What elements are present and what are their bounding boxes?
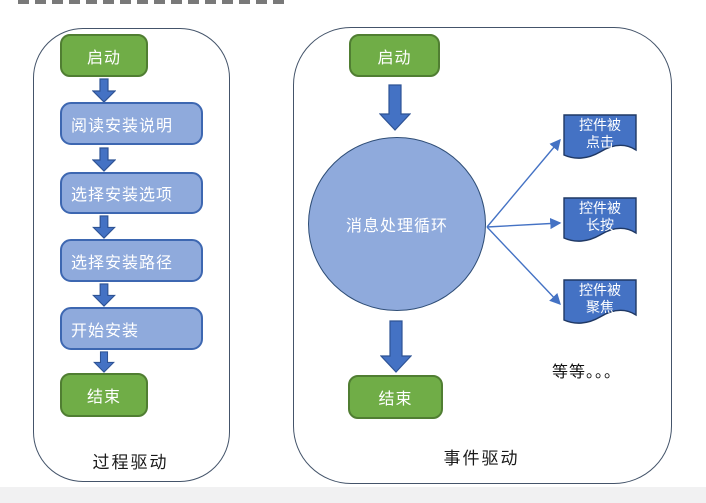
event-doc-focused: 控件被 聚焦 bbox=[563, 279, 637, 329]
process-step-node: 开始安装 bbox=[60, 307, 203, 350]
etc-label: 等等。。。 bbox=[552, 364, 622, 381]
arrow-down-icon bbox=[92, 78, 116, 103]
process-step-node: 阅读安装说明 bbox=[60, 102, 203, 145]
event-panel-label: 事件驱动 bbox=[443, 449, 520, 468]
document-shape-icon bbox=[563, 114, 637, 159]
arrow-down-icon bbox=[379, 84, 411, 131]
event-start-node: 启动 bbox=[349, 34, 440, 77]
arrow-down-icon bbox=[93, 351, 115, 373]
arrow-down-icon bbox=[92, 215, 116, 239]
arrow-down-icon bbox=[92, 147, 116, 172]
event-doc-line2: 点击 bbox=[586, 134, 614, 150]
process-start-label: 启动 bbox=[86, 49, 121, 67]
process-step-node: 选择安装选项 bbox=[60, 172, 203, 214]
event-connector-arrows bbox=[486, 138, 562, 306]
footer-strip bbox=[0, 487, 706, 503]
event-doc-line2: 聚焦 bbox=[586, 299, 614, 315]
process-step-label: 选择安装路径 bbox=[71, 254, 174, 272]
event-doc-line1: 控件被 bbox=[579, 117, 621, 133]
event-doc-clicked: 控件被 点击 bbox=[563, 114, 637, 164]
event-doc-line1: 控件被 bbox=[579, 200, 621, 216]
message-loop-label: 消息处理循环 bbox=[345, 218, 448, 235]
event-doc-line1: 控件被 bbox=[579, 282, 621, 298]
arrow-down-icon bbox=[380, 320, 412, 373]
document-shape-icon bbox=[563, 279, 637, 324]
event-end-label: 结束 bbox=[378, 391, 413, 408]
process-step-label: 开始安装 bbox=[71, 322, 140, 340]
process-step-label: 选择安装选项 bbox=[71, 187, 174, 204]
event-start-label: 启动 bbox=[377, 49, 412, 67]
process-panel-label: 过程驱动 bbox=[92, 453, 169, 472]
arrow-down-icon bbox=[92, 283, 116, 307]
process-end-node: 结束 bbox=[60, 373, 148, 417]
process-start-node: 启动 bbox=[60, 34, 148, 77]
cropped-caption-strip bbox=[18, 0, 290, 4]
event-doc-line2: 长按 bbox=[586, 217, 614, 233]
event-doc-longpressed: 控件被 长按 bbox=[563, 197, 637, 247]
process-step-label: 阅读安装说明 bbox=[71, 117, 174, 135]
message-loop-circle: 消息处理循环 bbox=[308, 137, 486, 311]
event-end-node: 结束 bbox=[348, 375, 443, 419]
document-shape-icon bbox=[563, 197, 637, 242]
process-end-label: 结束 bbox=[86, 389, 121, 406]
process-step-node: 选择安装路径 bbox=[60, 239, 203, 282]
